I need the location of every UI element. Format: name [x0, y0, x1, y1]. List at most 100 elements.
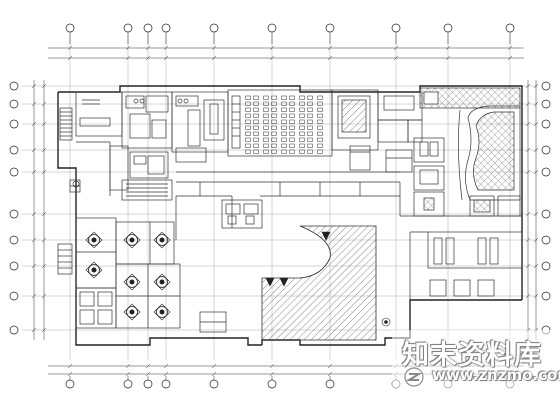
banquet-seat [245, 95, 251, 100]
dimension-tick [163, 55, 169, 61]
axis-bubble-bottom [123, 379, 133, 389]
dimension-tick [211, 371, 217, 377]
banquet-seat [307, 125, 313, 130]
banquet-seat [281, 137, 287, 142]
banquet-seat [281, 125, 287, 130]
banquet-seat [253, 95, 259, 100]
banquet-seat [299, 131, 305, 136]
axis-bubble-right [541, 209, 551, 219]
round-table [126, 276, 138, 288]
table-chairs [153, 303, 171, 321]
banquet-seat [317, 113, 323, 118]
banquet-seat [317, 95, 323, 100]
reception-block [331, 89, 445, 217]
banquet-seat [263, 113, 269, 118]
dimension-tick [393, 45, 399, 51]
banquet-seat [263, 107, 269, 112]
banquet-seat [289, 95, 295, 100]
dimension-tick [41, 263, 47, 269]
dimension-tick [327, 371, 333, 377]
banquet-seat [307, 113, 313, 118]
banquet-seat [289, 119, 295, 124]
banquet-seat [289, 107, 295, 112]
banquet-seat [299, 137, 305, 142]
banquet-seat [307, 137, 313, 142]
banquet-seat [271, 107, 277, 112]
axis-bubble-left [9, 119, 19, 129]
banquet-seat [299, 107, 305, 112]
dimension-tick [31, 327, 37, 333]
dimension-tick [211, 45, 217, 51]
banquet-seat [271, 125, 277, 130]
banquet-seat [253, 101, 259, 106]
banquet-seat [289, 143, 295, 148]
table-chairs [123, 303, 141, 321]
dimension-tick [507, 45, 513, 51]
dimension-tick [67, 363, 73, 369]
axis-bubble-bottom [65, 379, 75, 389]
dimension-tick [41, 101, 47, 107]
banquet-seat [307, 95, 313, 100]
curved-lounge [400, 87, 523, 300]
axis-bubble-right [541, 235, 551, 245]
axis-bubble-top [391, 23, 401, 33]
axis-bubble-left [9, 261, 19, 271]
banquet-seat [245, 101, 251, 106]
axis-bubble-right [541, 167, 551, 177]
dimension-tick [445, 45, 451, 51]
axis-bubble-left [9, 291, 19, 301]
dimension-tick [533, 169, 539, 175]
dimension-tick [41, 327, 47, 333]
banquet-seat [307, 107, 313, 112]
banquet-seat [271, 149, 277, 154]
table-center [91, 267, 97, 273]
table-chairs [123, 273, 141, 291]
dimension-tick [327, 363, 333, 369]
table-center [159, 237, 165, 243]
table-center [129, 237, 135, 243]
dimension-tick [31, 211, 37, 217]
banquet-seat [317, 101, 323, 106]
banquet-seat [289, 137, 295, 142]
dimension-tick [525, 293, 531, 299]
dimension-tick [145, 45, 151, 51]
banquet-seat [317, 119, 323, 124]
axis-bubble-left [9, 145, 19, 155]
banquet-seat [289, 149, 295, 154]
banquet-seat [253, 131, 259, 136]
dimension-tick [31, 101, 37, 107]
axis-bubble-bottom [267, 379, 277, 389]
banquet-seat [281, 107, 287, 112]
dimension-tick [327, 45, 333, 51]
dimension-tick [525, 237, 531, 243]
dimension-tick [41, 237, 47, 243]
dimension-tick [533, 147, 539, 153]
banquet-seat [253, 113, 259, 118]
banquet-seat [253, 143, 259, 148]
central-corridor [175, 171, 401, 240]
dimension-tick [525, 169, 531, 175]
axis-bubble-bottom [161, 379, 171, 389]
dimension-tick [67, 45, 73, 51]
dimension-tick [41, 147, 47, 153]
table-center [129, 309, 135, 315]
table-chairs [85, 261, 103, 279]
banquet-seat [299, 113, 305, 118]
round-table [88, 264, 100, 276]
dimension-tick [525, 147, 531, 153]
axis-bubble-left [9, 81, 19, 91]
banquet-seat [317, 125, 323, 130]
dimension-tick [31, 121, 37, 127]
dimension-tick [269, 371, 275, 377]
axis-bubble-top [123, 23, 133, 33]
banquet-seat [299, 149, 305, 154]
round-table [126, 306, 138, 318]
banquet-seat [317, 143, 323, 148]
banquet-seat [281, 95, 287, 100]
axis-bubble-right [541, 291, 551, 301]
banquet-seat [263, 143, 269, 148]
banquet-seat [263, 95, 269, 100]
dimension-tick [269, 363, 275, 369]
axis-bubble-bottom [209, 379, 219, 389]
banquet-seat [307, 101, 313, 106]
